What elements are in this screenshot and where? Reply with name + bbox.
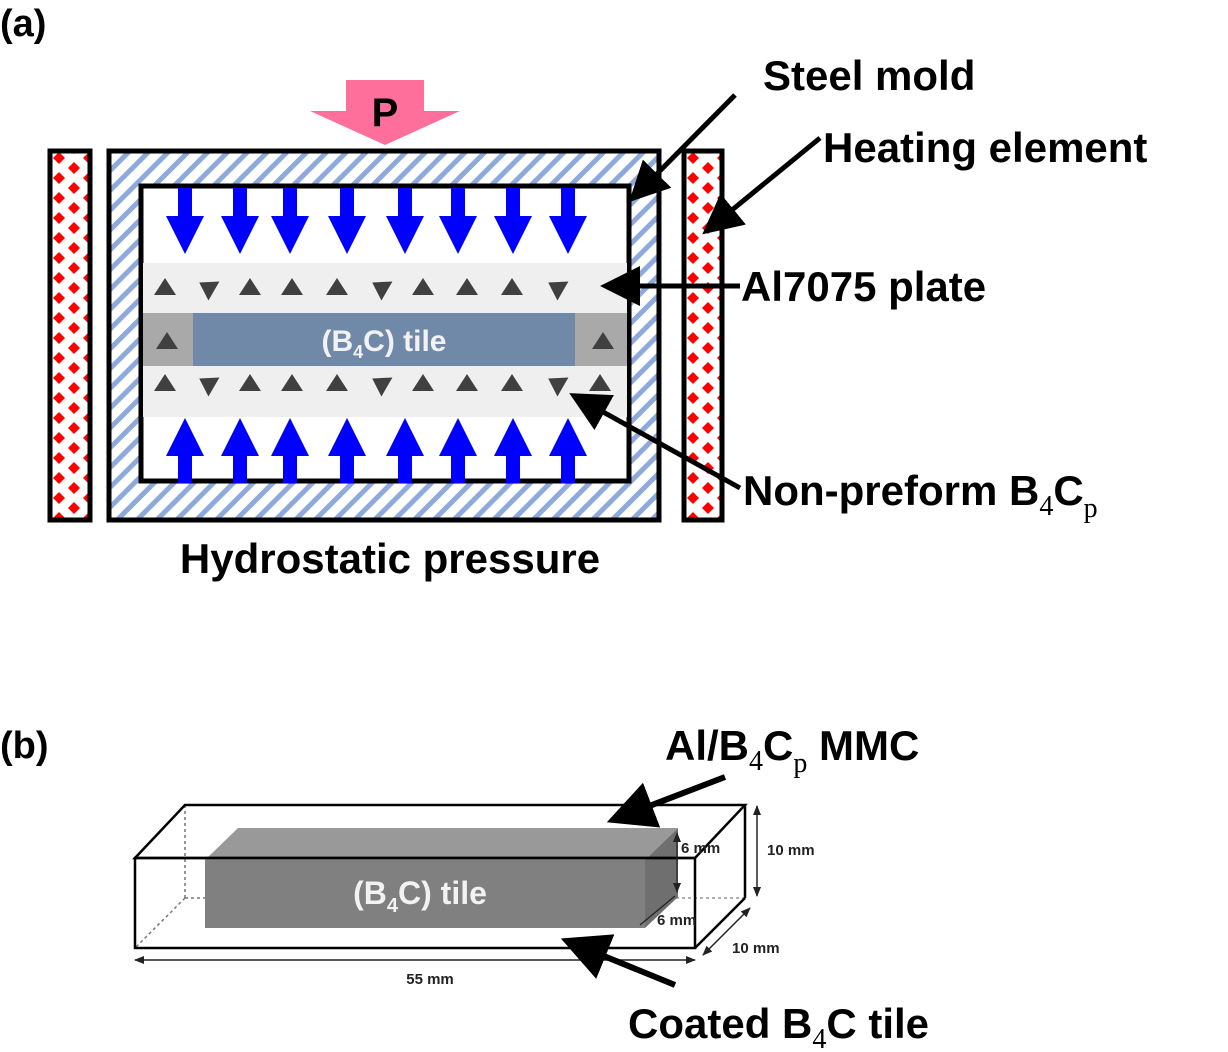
particle-icon [281,374,303,391]
particle-icon [412,374,434,391]
panel-a-label: (a) [0,3,46,45]
b4c-tile [193,313,575,366]
tile-front-face [205,860,645,928]
down-arrow-icon [549,188,587,254]
height-dimension: 10 mm [767,842,815,859]
tile-depth-dimension: 6 mm [657,912,696,929]
up-arrow-icon [549,418,587,483]
panel-b-label: (b) [0,725,49,767]
particle-icon [548,281,569,301]
steel-mold-leader [628,93,737,203]
up-arrow-icon [439,418,477,483]
particle-icon [412,278,434,295]
particle-icon [199,377,220,397]
particle-icon [239,374,261,391]
particle-icon [501,278,523,295]
particle-icon [239,278,261,295]
press-arrow: P [310,80,460,145]
steel-mold-label: Steel mold [763,52,975,99]
up-arrow-icon [494,418,532,483]
particle-icon [372,377,393,397]
up-arrow-icon [328,418,366,483]
particle-icon [592,332,614,349]
down-arrow-icon [166,188,204,254]
up-arrow-icon [166,418,204,483]
tile-top-face [205,828,678,860]
heating-element-left [47,148,93,523]
particle-icon [548,377,569,397]
b4c-particles [154,278,614,397]
down-arrow-icon [271,188,309,254]
up-arrow-icon [386,418,424,483]
heating-element-leader [702,136,822,235]
down-arrow-icon [386,188,424,254]
particle-icon [154,374,176,391]
coated-tile-leader [560,934,677,988]
down-pressure-arrows [166,188,587,254]
mmc-label: Al/B4Cp MMC [665,722,919,779]
particle-icon [156,332,178,349]
particle-icon [501,374,523,391]
panel-a: (a) P (B4C) tile Steel mold [0,3,1147,582]
up-pressure-arrows [166,418,587,483]
down-arrow-icon [494,188,532,254]
particle-icon [199,281,220,301]
down-arrow-icon [221,188,259,254]
particle-icon [326,278,348,295]
non-preform-label: Non-preform B4Cp [743,467,1098,524]
depth-dimension-line [702,907,751,956]
particle-icon [456,278,478,295]
up-arrow-icon [221,418,259,483]
press-arrow-icon [310,80,460,145]
particle-icon [154,278,176,295]
length-dimension: 55 mm [406,971,454,988]
panel-b: (b) (B4C) tile 55 mm 10 mm 10 mm [0,722,929,1052]
particle-icon [372,281,393,301]
down-arrow-icon [439,188,477,254]
al-plate-bottom [143,365,627,417]
mmc-block: (B4C) tile [132,803,748,950]
non-preform-leader [569,393,742,491]
tile-height-dimension: 6 mm [681,840,720,857]
mmc-leader [606,774,727,828]
al-plate-label: Al7075 plate [741,263,986,310]
press-label: P [372,91,399,135]
hydrostatic-pressure-caption: Hydrostatic pressure [180,535,600,582]
tile-depth-dimension-line [639,895,676,926]
up-arrow-icon [271,418,309,483]
coated-tile-label: Coated B4C tile [628,1000,929,1052]
depth-dimension: 10 mm [732,940,780,957]
tile-label-b: (B4C) tile [353,875,487,917]
particle-icon [456,374,478,391]
tile-label-a: (B4C) tile [321,325,446,362]
heating-element-label: Heating element [823,124,1147,171]
down-arrow-icon [328,188,366,254]
particle-icon [589,374,611,391]
particle-icon [326,374,348,391]
tile-side-face [645,828,678,928]
particle-icon [281,278,303,295]
